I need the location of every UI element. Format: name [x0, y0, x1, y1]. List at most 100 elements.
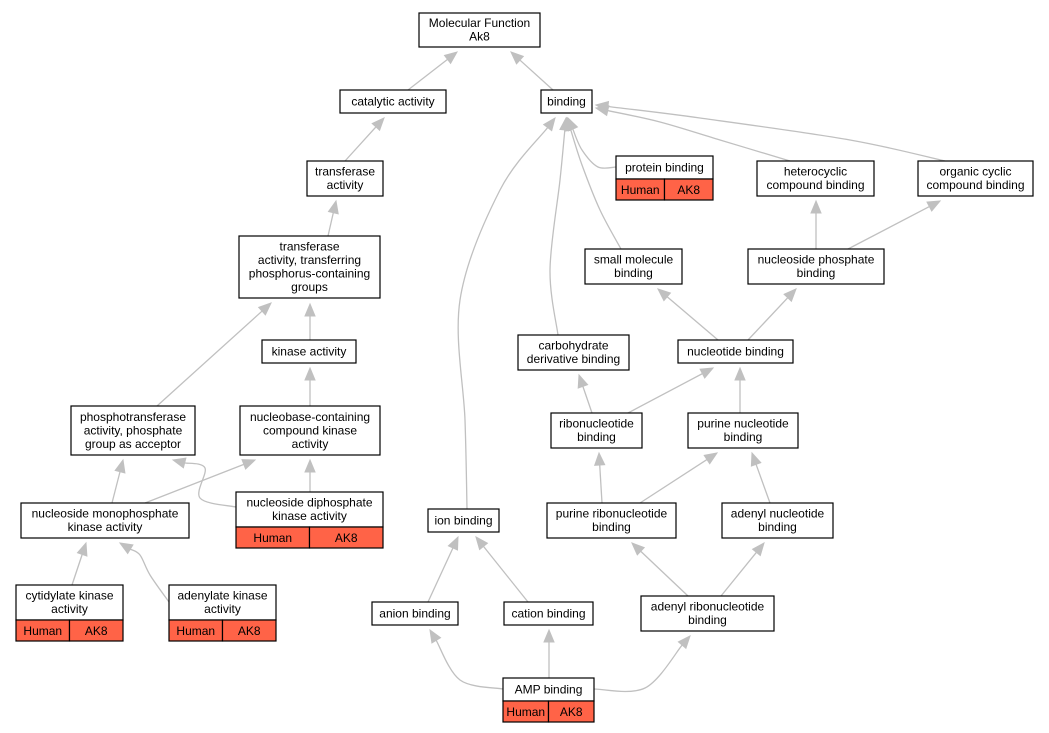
node-label: AMP binding [515, 682, 583, 696]
node-label: ribonucleotide [559, 417, 634, 431]
node-label: nucleoside monophosphate [32, 507, 179, 521]
arrowhead [657, 288, 672, 302]
go-term-node-catalytic[interactable]: catalytic activity [339, 89, 447, 114]
arrowhead [750, 451, 762, 467]
arrowhead [443, 51, 459, 65]
annotation-gene: AK8 [560, 705, 583, 719]
edge-purine_ribonucleotide-to-ribonucleotide [593, 451, 606, 504]
node-label: groups [291, 280, 328, 294]
go-term-node-nucleotide[interactable]: nucleotide binding [677, 339, 794, 364]
edge-nmp_kinase-to-nucleobase_kinase [144, 459, 257, 504]
node-label: phosphorus-containing [249, 267, 370, 281]
edge-purine_nucleotide-to-nucleotide [734, 366, 746, 413]
go-term-node-anion[interactable]: anion binding [371, 601, 459, 626]
node-label: compound binding [766, 178, 864, 192]
node-label: anion binding [379, 606, 450, 620]
node-label: activity [292, 437, 329, 451]
edge-organic_cyclic-to-binding [594, 100, 946, 162]
node-box [20, 502, 190, 539]
annotation-gene-cell [663, 178, 714, 201]
go-term-node-ion-binding[interactable]: ion binding [427, 508, 500, 533]
node-label: ion binding [434, 513, 492, 527]
edge-nucleotide-to-nucleoside_phosphate [747, 288, 797, 341]
arrowhead [677, 635, 691, 650]
arrowhead [703, 452, 719, 465]
annotation-gene-cell [68, 619, 124, 642]
go-term-node-binding[interactable]: binding [540, 89, 593, 114]
edge-ribonucleotide-to-carbohydrate [577, 373, 593, 414]
node-label: group as acceptor [85, 437, 181, 451]
edge-adenyl_ribonucleotide-to-purine_ribonucleotide [631, 542, 689, 597]
node-label: compound kinase [263, 423, 357, 437]
node-box [517, 334, 630, 371]
node-box [168, 584, 277, 621]
node-label: compound binding [926, 178, 1024, 192]
node-box [747, 248, 885, 285]
edge-binding-to-mf [510, 51, 554, 91]
edge-ndp_kinase-to-phosphotransferase [171, 457, 237, 508]
node-box [339, 89, 447, 114]
arrowhead [810, 199, 822, 214]
node-label: cation binding [511, 606, 585, 620]
arrowhead [241, 459, 257, 470]
edges-layer [71, 51, 946, 693]
arrowhead [475, 535, 489, 551]
arrowhead [371, 117, 385, 132]
node-box [721, 502, 834, 539]
edge-phosphotransferase-to-transferase_p [156, 302, 272, 407]
node-box [238, 235, 381, 299]
go-term-node-kinase[interactable]: kinase activity [261, 339, 357, 364]
node-label: nucleoside phosphate [758, 253, 875, 267]
node-box [917, 160, 1034, 197]
annotation-species: Human [621, 183, 660, 197]
node-box [540, 89, 593, 114]
arrowhead [304, 458, 316, 473]
node-label: derivative binding [527, 352, 620, 366]
node-label: adenylate kinase [177, 589, 267, 603]
node-label: purine nucleotide [697, 417, 789, 431]
node-label: activity [51, 602, 88, 616]
node-label: organic cyclic [939, 165, 1011, 179]
arrowhead [559, 116, 571, 131]
node-label: binding [758, 520, 797, 534]
arrowhead [926, 200, 942, 212]
node-label: binding [592, 520, 631, 534]
arrowhead [699, 367, 715, 379]
arrowhead [304, 366, 316, 381]
node-label: Ak8 [469, 30, 490, 44]
node-label: transferase [279, 240, 339, 254]
go-term-node-cation[interactable]: cation binding [503, 601, 594, 626]
node-label: binding [688, 613, 727, 627]
node-label: adenyl nucleotide [731, 507, 825, 521]
node-label: phosphotransferase [80, 410, 186, 424]
node-label: adenyl ribonucleotide [651, 600, 765, 614]
edge-adenyl_ribonucleotide-to-adenyl_nucleotide [720, 541, 765, 597]
node-label: heterocyclic [784, 165, 847, 179]
edge-heterocyclic-to-binding [594, 105, 791, 162]
node-box [756, 160, 875, 197]
node-label: cytidylate kinase [25, 589, 113, 603]
edge-nucleotide-to-small_molecule [657, 288, 719, 341]
